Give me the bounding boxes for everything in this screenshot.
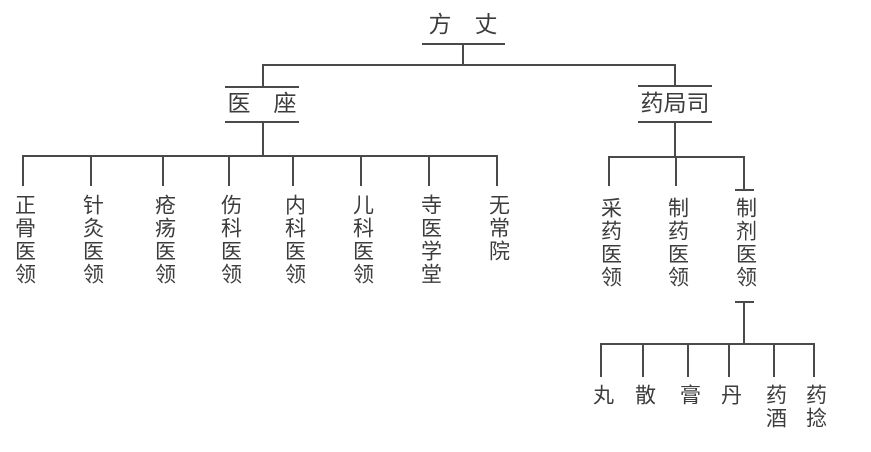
connector-left-node-drop: [262, 121, 264, 156]
connector-left-child-drop: [162, 155, 164, 186]
connector-right-child-drop: [608, 156, 610, 186]
bottom-leaf-label: 丹: [718, 384, 742, 407]
connector-left-child-drop: [360, 155, 362, 186]
bottom-leaf-label: 药酒: [763, 384, 787, 430]
connector-bottom-children-horizontal: [600, 343, 815, 345]
connector-left-branch-drop: [262, 64, 264, 88]
connector-right-child-drop: [743, 156, 745, 190]
left-leaf-label: 寺医学堂: [418, 194, 442, 286]
right-leaf-label: 采药医领: [598, 197, 622, 289]
bottom-leaf-label: 药捻: [803, 384, 827, 430]
connector-bottom-child-drop: [600, 343, 602, 377]
connector-left-child-drop: [90, 155, 92, 186]
left-leaf-label: 儿科医领: [350, 194, 374, 286]
right-branch-label: 药局司: [640, 90, 710, 116]
connector-bottom-child-drop: [813, 343, 815, 377]
connector-top-horizontal: [262, 64, 676, 66]
left-leaf-label: 伤科医领: [218, 194, 242, 286]
connector-right-branch-drop: [674, 64, 676, 87]
connector-bottom-child-drop: [687, 343, 689, 377]
connector-bottom-child-drop: [773, 343, 775, 377]
left-leaf-label: 疮疡医领: [152, 194, 176, 286]
connector-left-child-drop: [228, 155, 230, 186]
left-node-top-bar: [225, 86, 299, 88]
connector-left-child-drop: [496, 155, 498, 186]
right-node-top-bar: [638, 85, 712, 87]
connector-subbranch-drop: [743, 302, 745, 344]
connector-tick-top: [735, 189, 754, 191]
root-node-label: 方 丈: [428, 11, 498, 37]
right-leaf-label: 制剂医领: [733, 197, 757, 289]
connector-left-child-drop: [428, 155, 430, 186]
connector-left-child-drop: [292, 155, 294, 186]
right-leaf-label: 制药医领: [665, 197, 689, 289]
connector-left-children-horizontal: [22, 155, 498, 157]
left-leaf-label: 内科医领: [282, 194, 306, 286]
connector-right-child-drop: [675, 156, 677, 186]
left-leaf-label: 正骨医领: [12, 194, 36, 286]
connector-bottom-child-drop: [642, 343, 644, 377]
connector-bottom-child-drop: [728, 343, 730, 377]
bottom-leaf-label: 丸: [590, 384, 614, 407]
left-leaf-label: 针灸医领: [80, 194, 104, 286]
left-leaf-label: 无常院: [486, 194, 510, 263]
connector-right-node-drop: [674, 121, 676, 157]
bottom-leaf-label: 散: [632, 384, 656, 407]
connector-left-child-drop: [22, 155, 24, 186]
connector-root-drop: [462, 44, 464, 65]
left-branch-label: 医 座: [227, 90, 297, 116]
bottom-leaf-label: 膏: [677, 384, 701, 407]
